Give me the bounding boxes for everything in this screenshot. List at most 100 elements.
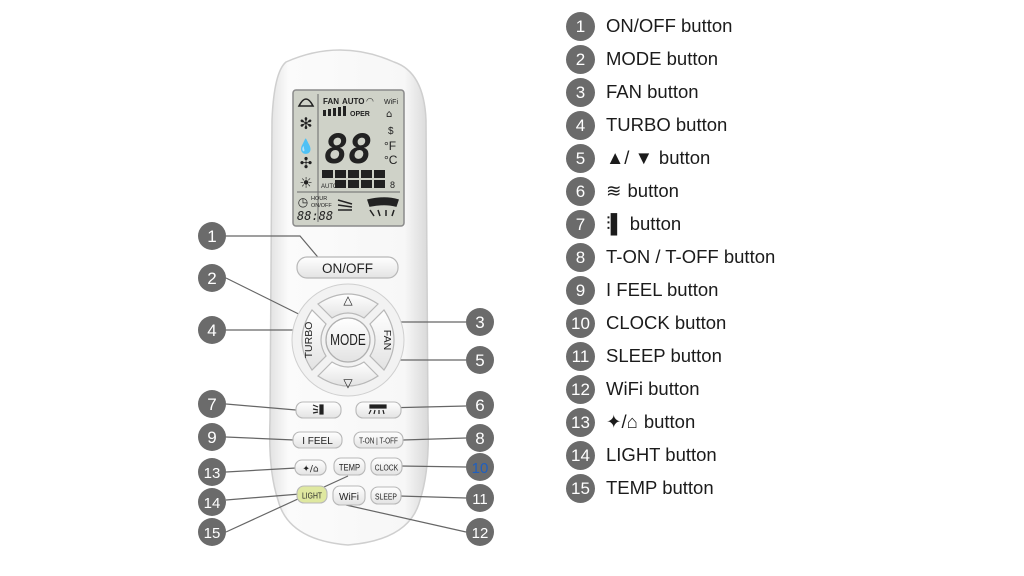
- legend-glyph-icon: ≋: [606, 180, 622, 201]
- legend-item: 15 TEMP button: [566, 474, 1016, 507]
- lcd-oper-label: OPER: [350, 111, 370, 118]
- health-button[interactable]: ✦/⌂: [294, 459, 327, 476]
- mode-button[interactable]: MODE: [325, 317, 371, 363]
- legend-number-badge: 10: [566, 309, 595, 338]
- clock-button[interactable]: CLOCK: [370, 457, 403, 476]
- legend-label: SLEEP button: [606, 345, 722, 367]
- legend-number-badge: 9: [566, 276, 595, 305]
- legend-number-badge: 15: [566, 474, 595, 503]
- legend-label: WiFi button: [606, 378, 700, 400]
- legend-label: ⫶▌button: [606, 213, 681, 235]
- callout-11: 11: [466, 484, 494, 512]
- swing-icons: [337, 197, 399, 217]
- sleep-button-label: SLEEP: [375, 492, 397, 502]
- legend-number-badge: 11: [566, 342, 595, 371]
- callout-12: 12: [466, 518, 494, 546]
- wifi-button-label: WiFi: [339, 492, 359, 503]
- snowflake-icon: ✻: [299, 114, 312, 133]
- callout-6-number: 6: [475, 396, 484, 415]
- lcd-hour-label: HOUR: [311, 196, 327, 202]
- tontoff-button[interactable]: T-ON | T-OFF: [353, 431, 404, 449]
- legend-text: TURBO button: [606, 114, 728, 135]
- lcd-wifi-signal-icon: ◠: [366, 97, 374, 107]
- turbo-button[interactable]: TURBO: [301, 309, 327, 371]
- legend-number-badge: 1: [566, 12, 595, 41]
- legend-text: button: [658, 147, 711, 168]
- lcd-home-icon: ⌂: [386, 109, 392, 120]
- temp-button[interactable]: TEMP: [333, 457, 366, 476]
- legend-label: ≋button: [606, 180, 679, 202]
- direction-pad: TURBO FAN △ ▽ MODE: [291, 283, 405, 397]
- callout-1: 1: [198, 222, 226, 250]
- legend-text: LIGHT button: [606, 444, 717, 465]
- lcd-display: ✻ 💧 ✣ ☀ FAN AUTO ◠ WiFi OPER ⌂ 88 $ °F °…: [292, 89, 405, 227]
- health-icon: ✦/⌂: [302, 465, 319, 475]
- callout-15: 15: [198, 518, 226, 546]
- callout-7-number: 7: [207, 395, 216, 414]
- legend-glyph-icon: ▲/ ▼: [606, 147, 653, 168]
- legend-text: I FEEL button: [606, 279, 719, 300]
- lcd-wifi-label: WiFi: [384, 99, 398, 106]
- lcd-fahrenheit: °F: [384, 139, 396, 153]
- fan-button[interactable]: FAN: [369, 309, 395, 371]
- legend-text: TEMP button: [606, 477, 714, 498]
- lcd-fan-label: FAN: [323, 97, 339, 106]
- legend-label: ✦/⌂button: [606, 411, 695, 433]
- legend-item: 12 WiFi button: [566, 375, 1016, 408]
- legend-item: 11 SLEEP button: [566, 342, 1016, 375]
- legend-glyph-icon: ✦/⌂: [606, 411, 638, 432]
- callout-10-number: 10: [472, 460, 489, 477]
- tontoff-button-label: T-ON | T-OFF: [359, 436, 398, 446]
- legend-text: CLOCK button: [606, 312, 727, 333]
- down-button[interactable]: ▽: [317, 361, 379, 390]
- lcd-auto-label: AUTO: [342, 97, 365, 106]
- vertical-swing-icon: [312, 404, 324, 415]
- light-button[interactable]: LIGHT: [296, 485, 328, 504]
- legend-text: ON/OFF button: [606, 15, 733, 36]
- lcd-function-icons: [322, 170, 385, 188]
- fan-speed-bars: [323, 106, 346, 116]
- legend-item: 6 ≋button: [566, 177, 1016, 210]
- legend-label: MODE button: [606, 48, 718, 70]
- clock-button-label: CLOCK: [375, 463, 399, 473]
- legend-number-badge: 3: [566, 78, 595, 107]
- legend-glyph-icon: ⫶▌: [606, 213, 624, 234]
- callout-3-number: 3: [475, 313, 484, 332]
- legend-number-badge: 6: [566, 177, 595, 206]
- legend-item: 9 I FEEL button: [566, 276, 1016, 309]
- legend-label: CLOCK button: [606, 312, 726, 334]
- legend-label: T-ON / T-OFF button: [606, 246, 775, 268]
- callout-7: 7: [198, 390, 226, 418]
- callout-11-number: 11: [472, 491, 488, 508]
- down-arrow-icon: ▽: [343, 376, 353, 390]
- onoff-button[interactable]: ON/OFF: [296, 256, 399, 279]
- legend-item: 5▲/ ▼button: [566, 144, 1016, 177]
- sleep-button[interactable]: SLEEP: [370, 486, 402, 505]
- legend-item: 13✦/⌂button: [566, 408, 1016, 441]
- callout-15-number: 15: [204, 525, 221, 542]
- callout-4-number: 4: [207, 321, 216, 340]
- legend-number-badge: 12: [566, 375, 595, 404]
- wifi-button[interactable]: WiFi: [332, 485, 366, 506]
- legend-text: FAN button: [606, 81, 699, 102]
- lcd-celsius: °C: [384, 153, 398, 167]
- drops-icon: 💧: [297, 138, 314, 155]
- temp-button-label: TEMP: [339, 462, 361, 473]
- callout-10: 10: [466, 453, 494, 481]
- legend-label: TURBO button: [606, 114, 727, 136]
- ifeel-button[interactable]: I FEEL: [292, 431, 343, 449]
- legend-text: button: [629, 213, 682, 234]
- lcd-dollar-icon: $: [388, 126, 394, 137]
- horizontal-swing-button[interactable]: [355, 401, 402, 419]
- legend-text: MODE button: [606, 48, 719, 69]
- callout-2-number: 2: [207, 269, 216, 288]
- vertical-swing-button[interactable]: [295, 401, 342, 419]
- up-button[interactable]: △: [317, 293, 379, 319]
- clock-icon: ◷: [298, 195, 309, 209]
- legend-text: WiFi button: [606, 378, 700, 399]
- callout-8: 8: [466, 424, 494, 452]
- legend-item: 10 CLOCK button: [566, 309, 1016, 342]
